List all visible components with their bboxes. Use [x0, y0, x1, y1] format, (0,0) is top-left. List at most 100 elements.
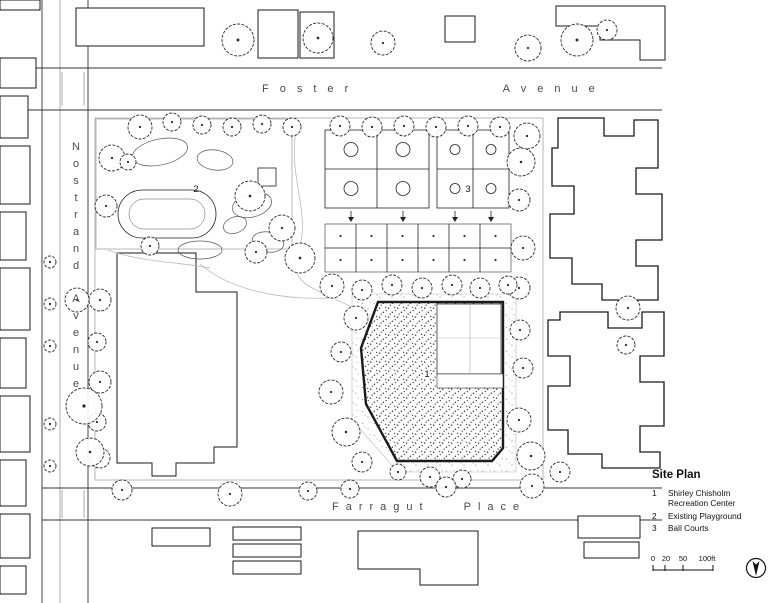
context-building	[0, 513, 31, 559]
tree	[419, 466, 441, 488]
context-building	[0, 57, 37, 89]
tree	[616, 335, 636, 355]
handball-courts	[324, 223, 512, 273]
legend-item-2-number: 2	[652, 511, 657, 521]
tree	[282, 117, 302, 137]
tree	[425, 116, 447, 138]
tree	[512, 357, 534, 379]
existing-playground	[95, 118, 293, 260]
tree	[234, 180, 266, 212]
tree	[319, 273, 345, 299]
legend-item-1-label-line2: Recreation Center	[668, 498, 736, 508]
legend-item-1-number: 1	[652, 488, 657, 498]
scale-label-0: 0	[651, 554, 655, 563]
context-building	[0, 459, 27, 507]
tree	[457, 115, 479, 137]
tree	[441, 274, 463, 296]
legend-item-1-label-line1: Shirley Chisholm	[668, 488, 730, 498]
tree	[94, 194, 118, 218]
apartment-buildings-east	[547, 117, 665, 469]
trees	[43, 19, 641, 507]
tree	[330, 341, 352, 363]
tree	[452, 469, 472, 489]
tree	[393, 115, 415, 137]
tree	[119, 153, 137, 171]
tree	[64, 287, 90, 313]
plan-markers: 1 2 3	[193, 184, 470, 382]
existing-building	[116, 252, 238, 477]
recreation-center	[351, 293, 517, 473]
context-building	[0, 565, 27, 595]
tree	[65, 387, 103, 425]
tree	[87, 332, 107, 352]
tree	[298, 481, 318, 501]
tree	[435, 476, 457, 498]
context-building	[0, 337, 27, 389]
tree	[351, 279, 373, 301]
marker-ball-courts: 3	[465, 184, 470, 195]
tree	[162, 112, 182, 132]
tree	[513, 122, 541, 150]
tree	[43, 255, 57, 269]
roof-band	[436, 373, 504, 389]
scale-bar: 0 20 50 100ft	[651, 554, 716, 571]
tree	[361, 116, 383, 138]
basketball-courts	[324, 129, 510, 209]
context-building	[0, 211, 27, 261]
marker-recreation-center: 1	[424, 369, 429, 380]
scale-label-50: 50	[679, 554, 687, 563]
tree	[343, 305, 369, 331]
context-building	[0, 95, 29, 139]
context-buildings-west	[0, 0, 41, 595]
context-building	[0, 145, 31, 205]
tree	[221, 23, 255, 57]
tree	[549, 461, 571, 483]
tree	[411, 277, 433, 299]
tree	[596, 19, 618, 41]
tree	[507, 188, 531, 212]
tree	[331, 417, 361, 447]
context-buildings-south	[151, 515, 641, 586]
tree	[43, 417, 57, 431]
tree	[351, 451, 373, 473]
tree	[222, 117, 242, 137]
tree	[43, 339, 57, 353]
legend-item-3-label: Ball Courts	[668, 523, 709, 533]
tree	[381, 274, 403, 296]
tree	[516, 441, 546, 471]
tree	[329, 115, 351, 137]
street-label-farragut: Farragut Place	[332, 501, 526, 513]
legend-title: Site Plan	[652, 469, 701, 481]
tree	[506, 407, 532, 433]
court-arrows	[348, 211, 494, 222]
tree	[284, 242, 316, 274]
context-building	[0, 395, 31, 453]
tree	[192, 115, 212, 135]
tree	[127, 114, 153, 140]
scale-label-100ft: 100ft	[699, 554, 717, 563]
tree	[111, 479, 133, 501]
roof-upper-block	[436, 303, 502, 375]
tree	[43, 459, 57, 473]
tree	[43, 297, 57, 311]
tree	[560, 23, 594, 57]
tree	[318, 379, 344, 405]
crosswalk	[61, 72, 85, 518]
tree	[469, 277, 491, 299]
tree	[514, 34, 542, 62]
legend-item-2-label: Existing Playground	[668, 511, 742, 521]
north-arrow-icon	[745, 557, 767, 579]
scale-label-20: 20	[662, 554, 670, 563]
tree	[615, 295, 641, 321]
tree	[509, 319, 531, 341]
tree	[370, 30, 396, 56]
tree	[340, 479, 360, 499]
tree	[75, 437, 105, 467]
tree	[252, 114, 272, 134]
street-label-foster: Foster Avenue	[262, 83, 606, 95]
marker-playground: 2	[193, 184, 198, 195]
ball-courts	[324, 129, 512, 273]
